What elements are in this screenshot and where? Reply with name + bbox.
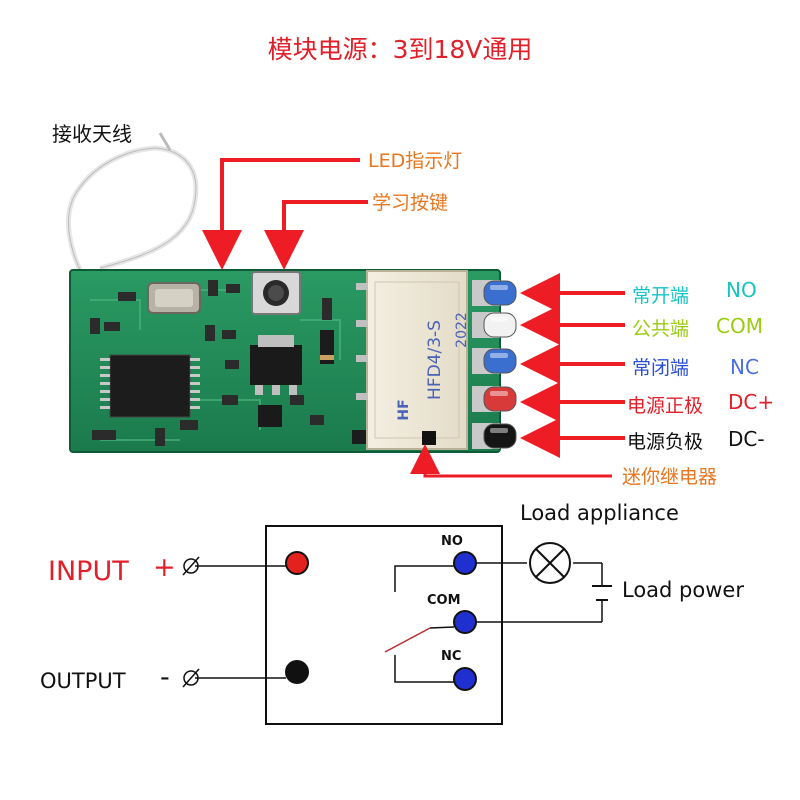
terminal-dc-plus-cn: 电源正极 [627,395,704,417]
led-label: LED指示灯 [368,150,463,172]
output-sign: - [160,662,170,693]
pin-com-label: COM [427,593,461,608]
dc-minus-dot [285,660,309,684]
terminal-pin-nc [472,348,517,374]
load-power-label: Load power [622,578,744,602]
led-callout-arrow [202,158,360,270]
battery-icon [592,585,612,601]
relay-year-text: 2022 [454,312,470,348]
load-appliance-label: Load appliance [520,501,679,525]
terminal-pin-no [472,280,517,306]
terminal-no-cn: 常开端 [632,285,690,307]
mini-relay [366,270,468,450]
antenna-label: 接收天线 [52,122,132,146]
terminal-com-en: COM [716,314,763,338]
screw-terminal-icon [182,556,200,688]
terminal-dc-minus-en: DC- [728,427,765,451]
pin-nc-label: NC [441,649,462,664]
terminal-pin-dc-plus [472,386,517,412]
terminal-dc-plus-en: DC+ [728,390,775,414]
no-dot [453,551,477,575]
relay-model-text: HFD4/3-S [425,320,445,400]
mini-relay-callout-arrow [410,444,612,478]
terminal-nc-cn: 常闭端 [632,357,690,379]
terminal-pin-dc-minus [472,423,517,449]
voltage-regulator [250,345,302,385]
terminal-dc-minus-cn: 电源负极 [627,431,704,453]
terminal-com-cn: 公共端 [632,318,690,340]
input-label: INPUT [48,556,129,587]
learn-key-label: 学习按键 [372,192,449,214]
nc-dot [453,667,477,691]
output-label: OUTPUT [40,669,126,693]
com-dot [453,610,477,634]
terminal-pins [472,280,517,449]
learn-key-callout-arrow [264,200,368,270]
mini-relay-label: 迷你继电器 [622,466,718,488]
terminal-no-en: NO [726,278,757,302]
terminal-nc-en: NC [730,355,759,379]
lamp-icon [529,542,571,584]
input-sign: + [153,552,176,583]
ic-chip [109,354,191,418]
terminal-pin-com [472,312,517,338]
antenna-wire-icon [66,145,199,287]
module-box [265,525,503,725]
pin-no-label: NO [441,534,463,549]
page-title: 模块电源：3到18V通用 [267,35,533,64]
relay-brand-text: HF [396,399,412,420]
dc-plus-dot [285,551,309,575]
